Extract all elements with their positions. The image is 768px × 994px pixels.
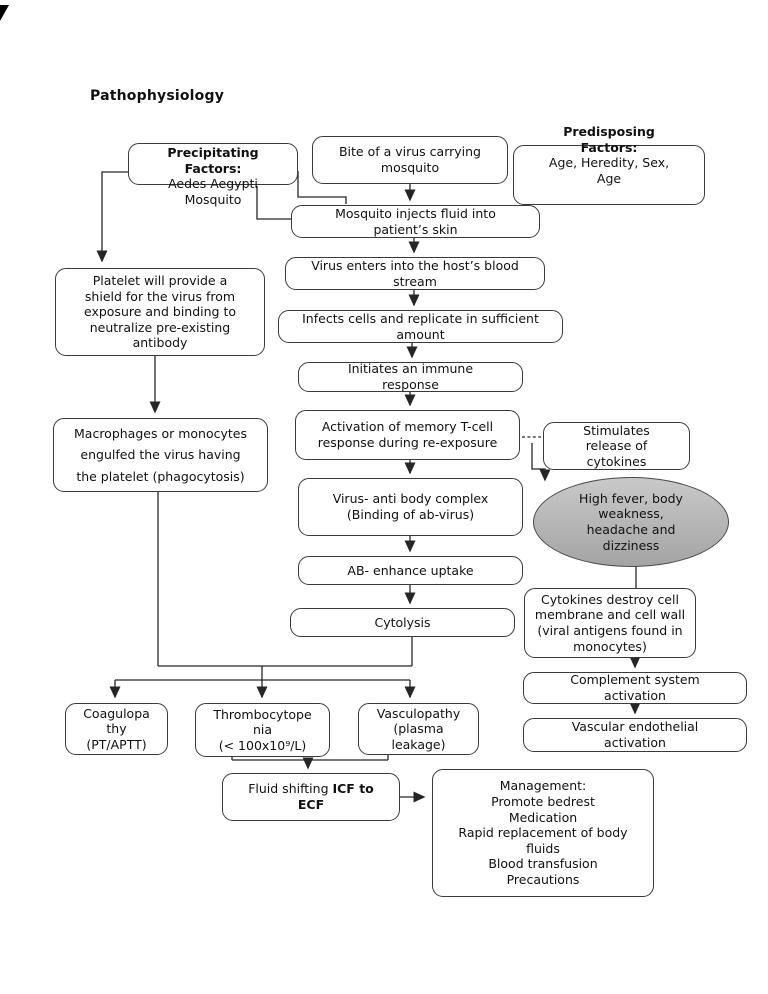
stimulates-cytokines-box: Stimulates release of cytokines [543, 422, 690, 470]
complement-box: Complement system activation [523, 672, 747, 704]
memory-tcell-box: Activation of memory T-cell response dur… [295, 410, 520, 460]
coagulopathy-box: Coagulopa thy (PT/APTT) [65, 703, 168, 755]
thrombocytopenia-label: Thrombocytope nia (< 100x10⁹/L) [213, 706, 312, 753]
infects-cells-box: Infects cells and replicate in sufficien… [278, 310, 563, 343]
cytolysis-box: Cytolysis [290, 608, 515, 637]
precipitating-factors-box: Precipitating Factors:Aedes Aegypti Mosq… [128, 143, 298, 207]
immune-response-label: Initiates an immune response [347, 361, 474, 392]
line-precipitating-to-injects [256, 186, 291, 220]
predisposing-body: Age, Heredity, Sex, Age [548, 155, 670, 186]
macrophages-box: Macrophages or monocytes engulfed the vi… [53, 418, 268, 492]
precipitating-factors-label: Precipitating Factors:Aedes Aegypti Mosq… [129, 145, 297, 208]
management-box: Management: Promote bedrest Medication R… [432, 769, 654, 897]
cytolysis-label: Cytolysis [374, 614, 431, 630]
platelet-shield-box: Platelet will provide a shield for the v… [55, 268, 265, 356]
line-bite-precipitating-junction [297, 171, 347, 204]
virus-enters-label: Virus enters into the host’s blood strea… [311, 257, 519, 289]
vascular-label: Vascular endothelial activation [571, 719, 699, 750]
macrophages-label: Macrophages or monocytes engulfed the vi… [74, 425, 247, 484]
scan-artifact [0, 5, 9, 21]
symptoms-label: High fever, body weakness, headache and … [579, 490, 683, 553]
arrow-to-symptoms-ellipse [531, 443, 551, 482]
ab-uptake-box: AB- enhance uptake [298, 556, 523, 585]
fluid-shifting-label: Fluid shifting ICF to ECF [223, 781, 399, 812]
memory-tcell-label: Activation of memory T-cell response dur… [317, 419, 498, 450]
cytokines-destroy-label: Cytokines destroy cell membrane and cell… [534, 591, 686, 654]
fluid-shifting-box: Fluid shifting ICF to ECF [222, 773, 400, 821]
mosquito-injects-label: Mosquito injects fluid into patient’s sk… [335, 205, 496, 237]
predisposing-head: Predisposing Factors: [563, 124, 655, 155]
page-title: Pathophysiology [90, 88, 225, 104]
platelet-shield-label: Platelet will provide a shield for the v… [83, 272, 237, 351]
predisposing-factors-box: Predisposing Factors:Age, Heredity, Sex,… [513, 124, 705, 205]
coagulopathy-label: Coagulopa thy (PT/APTT) [83, 705, 150, 752]
vasculopathy-box: Vasculopathy (plasma leakage) [358, 703, 479, 755]
symptoms-ellipse: High fever, body weakness, headache and … [533, 477, 729, 567]
infects-cells-label: Infects cells and replicate in sufficien… [302, 310, 539, 342]
complement-label: Complement system activation [570, 672, 700, 703]
fluid-shifting-bold: ICF to ECF [297, 781, 374, 812]
virus-enters-box: Virus enters into the host’s blood strea… [285, 257, 545, 290]
cytokines-destroy-box: Cytokines destroy cell membrane and cell… [524, 588, 696, 658]
vasculopathy-label: Vasculopathy (plasma leakage) [376, 705, 461, 752]
virus-antibody-box: Virus- anti body complex (Binding of ab-… [298, 478, 523, 536]
arrow-precipitating-to-platelet [96, 171, 128, 263]
virus-antibody-label: Virus- anti body complex (Binding of ab-… [332, 491, 489, 522]
predisposing-factors-label: Predisposing Factors:Age, Heredity, Sex,… [514, 124, 704, 187]
mosquito-injects-box: Mosquito injects fluid into patient’s sk… [291, 205, 540, 238]
thrombocytopenia-box: Thrombocytope nia (< 100x10⁹/L) [195, 703, 330, 757]
management-label: Management: Promote bedrest Medication R… [458, 778, 628, 888]
immune-response-box: Initiates an immune response [298, 361, 523, 392]
fluid-shifting-normal: Fluid shifting [248, 781, 333, 797]
bite-box: Bite of a virus carrying mosquito [312, 136, 508, 184]
precipitating-body: Aedes Aegypti Mosquito [168, 176, 258, 207]
vascular-box: Vascular endothelial activation [523, 718, 747, 752]
precipitating-head: Precipitating Factors: [167, 145, 259, 176]
stimulates-cytokines-label: Stimulates release of cytokines [583, 422, 650, 469]
bite-label: Bite of a virus carrying mosquito [338, 144, 481, 175]
ab-uptake-label: AB- enhance uptake [347, 562, 474, 578]
